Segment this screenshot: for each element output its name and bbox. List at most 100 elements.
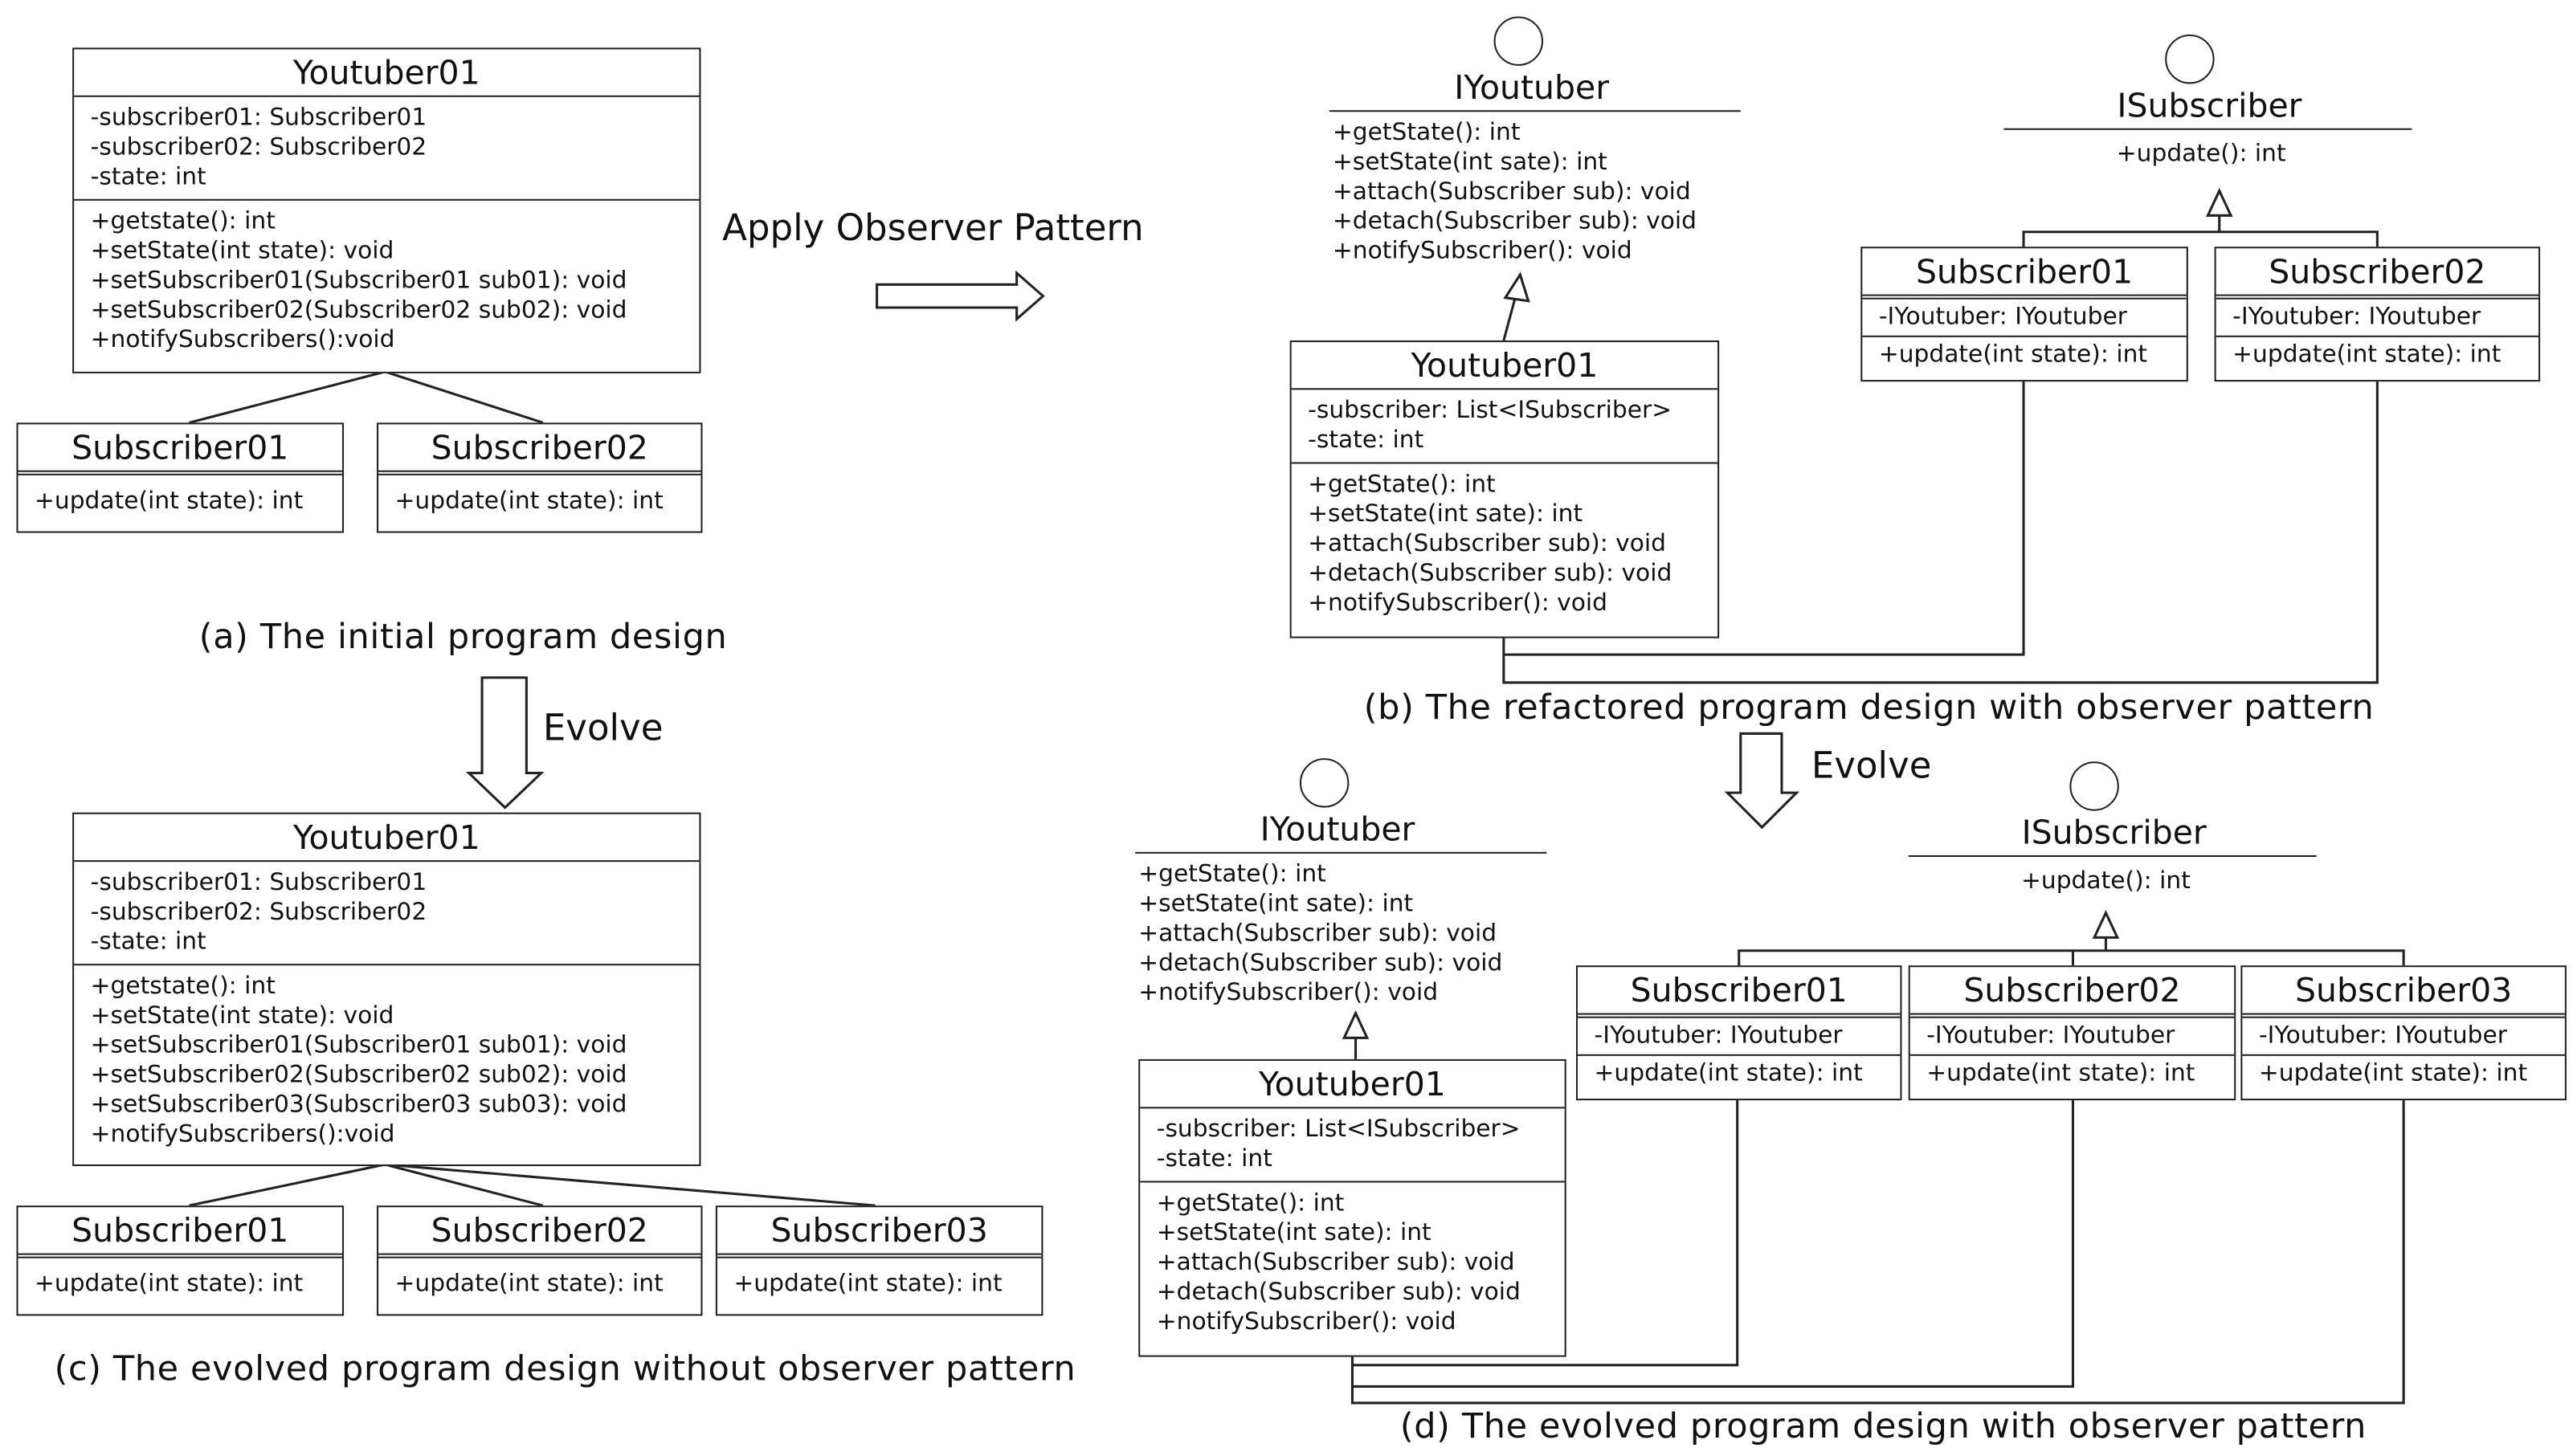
operation: +setSubscriber03(Subscriber03 sub03): vo… (90, 1091, 627, 1119)
evolve-label-right: Evolve (1811, 746, 1932, 788)
operations-section: +update(): int (2003, 140, 2399, 169)
operation: +update(int state): int (1909, 1054, 2235, 1095)
class-subscriber03-d: Subscriber03 -IYoutuber: IYoutuber +upda… (2240, 965, 2567, 1101)
operation: +detach(Subscriber sub): void (1308, 561, 1672, 588)
operations-section: +getState(): int +setState(int sate): in… (1140, 1181, 1565, 1344)
assoc-line-b-sub1 (1502, 380, 2025, 656)
evolve-label-left: Evolve (542, 708, 664, 750)
class-subscriber02-c: Subscriber02 +update(int state): int (376, 1205, 703, 1316)
evolve-arrow-left (465, 676, 545, 810)
class-name: Subscriber02 (1909, 967, 2235, 1018)
operation: +notifySubscribers():void (90, 327, 395, 354)
interface-isubscriber-b: ISubscriber +update(): int (2003, 35, 2415, 182)
interface-circle-icon (1299, 758, 1350, 808)
operation: +attach(Subscriber sub): void (1332, 179, 1691, 206)
assoc-line-b-sub2 (1502, 380, 2379, 684)
operation: +setState(int sate): int (1156, 1220, 1431, 1247)
operation: +update(int state): int (2242, 1054, 2565, 1095)
attributes-section: -subscriber01: Subscriber01 -subscriber0… (74, 97, 699, 199)
interface-name: ISubscriber (2117, 85, 2302, 125)
class-subscriber01-d: Subscriber01 -IYoutuber: IYoutuber +upda… (1575, 965, 1902, 1101)
operation: +setState(int sate): int (1138, 891, 1414, 918)
attribute: -state: int (1156, 1146, 1272, 1173)
class-name: Subscriber02 (378, 424, 701, 475)
operation: +getState(): int (1308, 471, 1496, 499)
operation: +setState(int state): void (90, 1003, 394, 1030)
attribute: -subscriber02: Subscriber02 (90, 899, 427, 927)
class-name: Youtuber01 (1291, 342, 1718, 390)
operation: +getState(): int (1332, 120, 1521, 147)
attributes-section: -subscriber: List<ISubscriber> -state: i… (1140, 1108, 1564, 1181)
caption-c: (c) The evolved program design without o… (54, 1348, 1076, 1389)
operation: +notifySubscriber(): void (1332, 238, 1632, 265)
interface-circle-icon (2069, 761, 2119, 811)
assoc-line-c-sub3 (385, 1163, 876, 1207)
realize-head-d-subs (2092, 910, 2120, 939)
apply-observer-label: Apply Observer Pattern (722, 209, 1144, 251)
operation: +notifySubscriber(): void (1138, 980, 1439, 1007)
interface-rule (2003, 128, 2412, 130)
operation: +getstate(): int (90, 973, 276, 1001)
operation: +setSubscriber02(Subscriber02 sub02): vo… (90, 297, 627, 324)
operations-section: +getState(): int +setState(int sate): in… (1291, 462, 1718, 625)
class-name: Youtuber01 (74, 49, 700, 97)
attributes-section: -subscriber: List<ISubscriber> -state: i… (1292, 389, 1717, 462)
caption-b: (b) The refactored program design with o… (1363, 687, 2375, 728)
assoc-line-d-sub1 (1350, 1099, 1739, 1367)
operation: +notifySubscriber(): void (1308, 590, 1608, 618)
assoc-line-c-sub1 (189, 1163, 386, 1207)
realize-line-b-youtuber (1502, 297, 1517, 341)
operation: +detach(Subscriber sub): void (1156, 1279, 1521, 1307)
attribute: -IYoutuber: IYoutuber (2258, 1022, 2508, 1050)
interface-rule (1135, 851, 1547, 854)
operation: +update(int state): int (394, 488, 664, 516)
operation: +update(int state): int (394, 1271, 664, 1298)
operation: +getState(): int (1156, 1190, 1345, 1217)
class-youtuber01-a: Youtuber01 -subscriber01: Subscriber01 -… (72, 47, 701, 373)
operation: +attach(Subscriber sub): void (1138, 920, 1497, 948)
attribute: -IYoutuber: IYoutuber (1878, 304, 2127, 331)
class-name: Subscriber02 (2216, 248, 2539, 300)
attributes-section: -subscriber01: Subscriber01 -subscriber0… (74, 862, 699, 964)
interface-rule (1908, 854, 2317, 858)
realize-line-d-subs (1738, 949, 2405, 966)
attribute: -IYoutuber: IYoutuber (1926, 1022, 2175, 1050)
operation: +attach(Subscriber sub): void (1308, 531, 1667, 558)
class-name: Subscriber03 (2242, 967, 2565, 1018)
operation: +update(int state): int (2216, 335, 2539, 377)
operation: +setState(int sate): int (1332, 149, 1607, 177)
operation: +detach(Subscriber sub): void (1332, 209, 1697, 235)
class-youtuber01-d: Youtuber01 -subscriber: List<ISubscriber… (1138, 1058, 1566, 1357)
operation: +update(int state): int (733, 1271, 1003, 1298)
attribute: -subscriber01: Subscriber01 (90, 870, 427, 897)
assoc-line-d-sub2 (1350, 1099, 2075, 1389)
operation: +notifySubscriber(): void (1156, 1309, 1456, 1336)
realize-head-d-youtuber (1342, 1009, 1370, 1039)
operation: +getState(): int (1138, 862, 1326, 888)
class-subscriber01-c: Subscriber01 +update(int state): int (16, 1205, 345, 1316)
class-name: Subscriber01 (18, 424, 342, 475)
class-subscriber02-b: Subscriber02 -IYoutuber: IYoutuber +upda… (2214, 247, 2541, 382)
operation: +attach(Subscriber sub): void (1156, 1250, 1515, 1277)
class-subscriber01-b: Subscriber01 -IYoutuber: IYoutuber +upda… (1860, 247, 2188, 382)
interface-name: IYoutuber (1454, 67, 1610, 108)
operation: +update(): int (2116, 141, 2286, 168)
operation: +update(int state): int (1578, 1054, 1901, 1095)
attribute: -state: int (1308, 427, 1424, 455)
assoc-line-a-sub1 (189, 370, 386, 424)
class-subscriber01-a: Subscriber01 +update(int state): int (16, 422, 345, 533)
operation: +update(int state): int (35, 488, 304, 516)
attribute: -subscriber02: Subscriber02 (90, 134, 427, 161)
assoc-line-a-sub2 (384, 370, 544, 424)
evolve-arrow-right (1724, 732, 1800, 830)
operation: +detach(Subscriber sub): void (1138, 950, 1503, 977)
attribute: -IYoutuber: IYoutuber (1594, 1022, 1843, 1050)
operations-section: +getstate(): int +setState(int state): v… (74, 198, 700, 362)
class-name: Subscriber01 (18, 1207, 342, 1258)
class-name: Subscriber03 (717, 1207, 1042, 1258)
apply-arrow (876, 270, 1045, 322)
operations-section: +getstate(): int +setState(int state): v… (74, 964, 700, 1156)
operation: +setState(int sate): int (1308, 501, 1583, 528)
